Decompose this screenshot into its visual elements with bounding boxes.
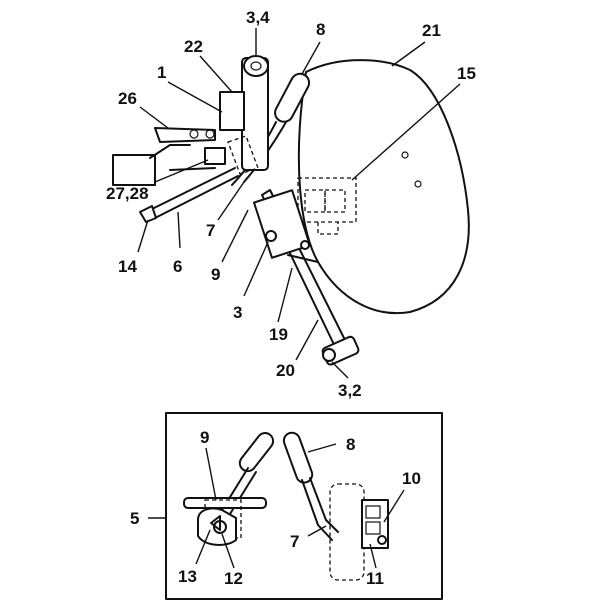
leader-3-2: [331, 361, 349, 379]
label-10: 10: [402, 469, 421, 488]
label-9: 9: [211, 265, 220, 284]
leader-3: [243, 241, 269, 297]
leader-7: [217, 181, 245, 221]
leg-lock-pin: [300, 240, 310, 250]
leader-12: [221, 533, 235, 569]
label-13: 13: [178, 567, 197, 586]
bracket-clamp: [317, 222, 339, 235]
clamp-block: [204, 147, 226, 165]
label-7-inset: 7: [290, 532, 299, 551]
label-6: 6: [173, 257, 182, 276]
inset-post-hidden: [329, 483, 365, 581]
leader-26: [139, 106, 169, 129]
upper-post-cap: [243, 55, 269, 77]
leader-13: [195, 529, 211, 565]
lower-rod: [149, 167, 236, 211]
inset-handle-grip-left: [238, 432, 275, 473]
label-14: 14: [118, 257, 137, 276]
backrest-rivet: [414, 180, 422, 188]
label-12: 12: [224, 569, 243, 588]
footrest-bolt: [189, 129, 199, 139]
label-15: 15: [457, 64, 476, 83]
leader-8-inset: [307, 443, 337, 453]
inset-frame-bend: [301, 479, 333, 541]
lower-rod: [154, 175, 239, 219]
leader-19: [277, 267, 293, 323]
label-21: 21: [422, 21, 441, 40]
footrest-bolt: [205, 129, 215, 139]
leader-8: [301, 41, 321, 75]
footrest-arm: [154, 127, 216, 143]
footplate-rod: [169, 167, 216, 171]
label-19: 19: [269, 325, 288, 344]
label-8-inset: 8: [346, 435, 355, 454]
inset-clamp-arrow: [210, 515, 221, 531]
side-plate: [219, 91, 245, 131]
label-8: 8: [316, 20, 325, 39]
leader-10: [383, 489, 405, 523]
label-22: 22: [184, 37, 203, 56]
label-26: 26: [118, 89, 137, 108]
leader-14: [137, 219, 149, 253]
bracket-plate: [304, 189, 326, 213]
inset-cross-bar: [183, 497, 267, 509]
leg-ring: [287, 254, 319, 263]
leader-21: [391, 41, 426, 67]
footplate: [112, 154, 156, 186]
leader-20: [295, 319, 319, 361]
leader-22: [199, 55, 233, 93]
detail-inset-frame: [165, 412, 443, 600]
leader-27-28: [154, 159, 209, 183]
footplate-link: [149, 144, 191, 159]
label-5: 5: [130, 509, 139, 528]
push-handle-grip: [274, 72, 311, 123]
label-9-inset: 9: [200, 428, 209, 447]
inset-bracket-pin: [377, 535, 387, 545]
rod-tip: [139, 205, 157, 223]
label-3: 3: [233, 303, 242, 322]
inset-bracket-slot: [365, 521, 381, 535]
leader-11: [369, 543, 377, 569]
bracket-plate: [324, 189, 346, 213]
leader-1: [167, 81, 223, 113]
leader-6: [177, 211, 181, 249]
leader-15: [351, 83, 461, 181]
label-20: 20: [276, 361, 295, 380]
label-3-2: 3,2: [338, 381, 362, 400]
label-3-4: 3,4: [246, 8, 270, 27]
leg-lock-knob: [265, 230, 277, 242]
backrest-rivet: [401, 151, 409, 159]
label-1: 1: [157, 63, 166, 82]
backrest-bracket: [297, 177, 357, 223]
label-27-28: 27,28: [106, 184, 149, 203]
backrest-panel: [297, 59, 470, 315]
inset-handle-grip-right: [282, 431, 314, 484]
leader-7-inset: [307, 525, 327, 537]
leg-end-wheel: [322, 348, 336, 362]
leader-9: [221, 209, 249, 263]
upper-post-hole: [250, 61, 262, 71]
inset-bracket-slot: [365, 505, 381, 519]
leader-9-inset: [205, 447, 217, 501]
label-7: 7: [206, 221, 215, 240]
inset-frame-bend: [309, 477, 339, 533]
label-11: 11: [366, 569, 384, 588]
